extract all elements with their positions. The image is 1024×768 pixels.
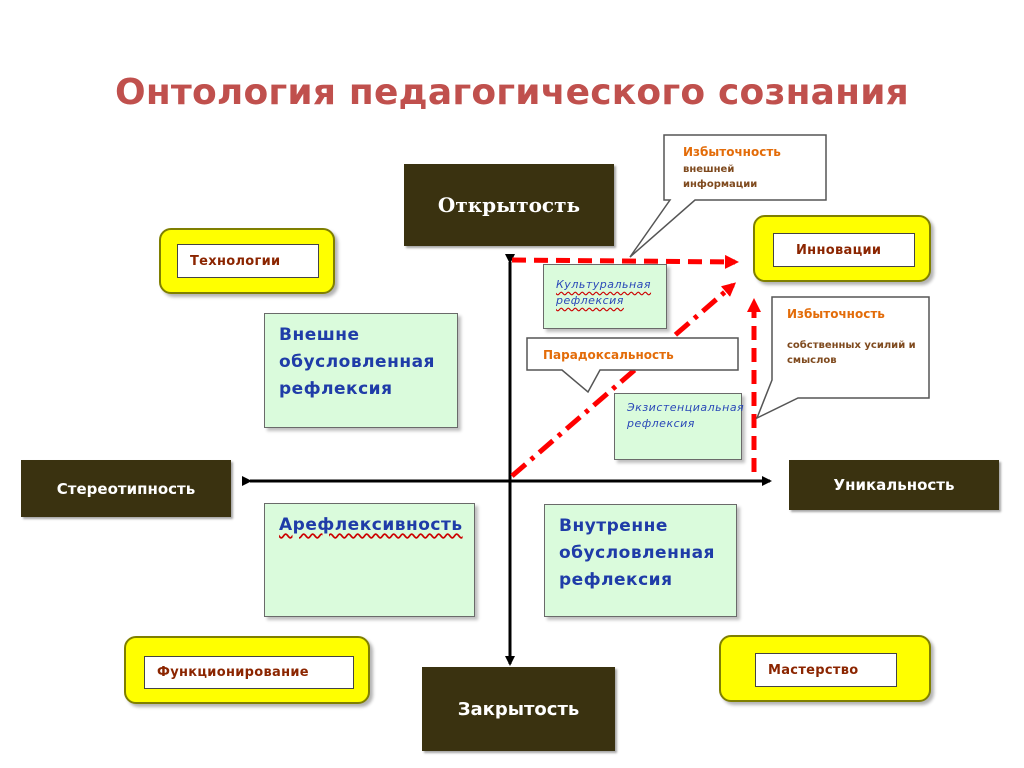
- quadrant-areflexivity-label: Арефлексивность: [279, 515, 463, 535]
- quadrant-external-reflection: Внешне обусловленная рефлексия: [264, 313, 458, 428]
- red-arrow-top: [511, 254, 739, 269]
- quadrant-internal-reflection: Внутренне обусловленная рефлексия: [544, 504, 737, 617]
- corner-label-technologies: Технологии: [177, 244, 319, 278]
- callout-external-shape: [629, 134, 827, 258]
- box-existential-reflection: Экзистенциальная рефлексия: [614, 393, 744, 460]
- corner-box-mastery: Мастерство: [719, 635, 931, 702]
- axis-label-top: Открытость: [404, 164, 614, 246]
- quadrant-areflexivity: Арефлексивность: [264, 503, 475, 617]
- corner-box-technologies: Технологии: [159, 228, 335, 294]
- cultural-reflection-label: Культуральная рефлексия: [556, 278, 652, 307]
- axis-label-left: Стереотипность: [21, 460, 231, 517]
- red-arrow-diagonal: [510, 282, 737, 478]
- callout-effort-sub: собственных усилий и смыслов: [787, 340, 916, 366]
- corner-box-innovations: Инновации: [753, 215, 931, 282]
- callout-effort-shape: [755, 296, 930, 420]
- box-cultural-reflection: Культуральная рефлексия: [543, 264, 667, 329]
- corner-box-functioning: Функционирование: [124, 636, 370, 704]
- callout-external-sub: внешней информации: [683, 164, 758, 190]
- callout-external-title: Избыточность: [683, 145, 781, 159]
- page-title: Онтология педагогического сознания: [115, 72, 909, 113]
- callout-effort-title: Избыточность: [787, 307, 885, 321]
- callout-paradox-label: Парадоксальность: [543, 348, 674, 362]
- axis-label-bottom: Закрытость: [422, 667, 615, 751]
- callout-paradox-shape: [526, 337, 739, 394]
- corner-label-innovations: Инновации: [773, 233, 915, 267]
- corner-label-functioning: Функционирование: [144, 656, 354, 689]
- axis-label-right: Уникальность: [789, 460, 999, 510]
- corner-label-mastery: Мастерство: [755, 653, 897, 687]
